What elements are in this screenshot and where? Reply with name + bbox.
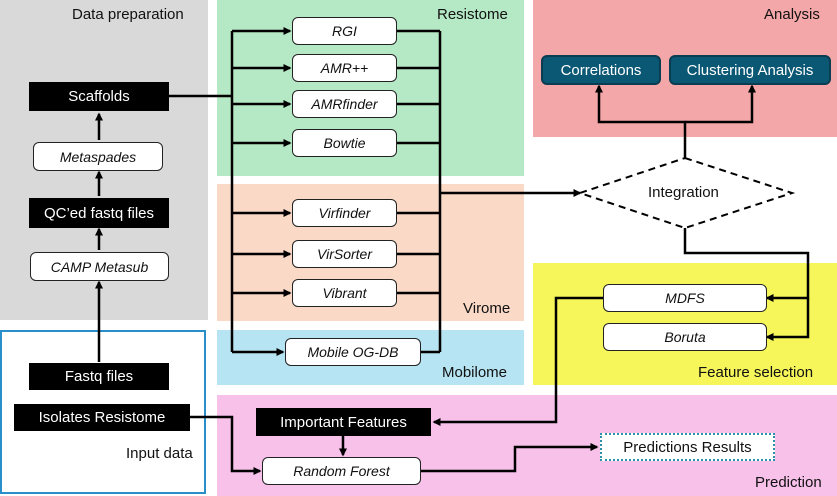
virome-label: Virome bbox=[463, 300, 511, 317]
mdfs-box: MDFS bbox=[603, 284, 767, 312]
scaffolds-box: Scaffolds bbox=[29, 82, 169, 111]
correlations-box: Correlations bbox=[541, 55, 661, 85]
qced-fastq-box: QC’ed fastq files bbox=[29, 198, 169, 228]
vibrant-box: Vibrant bbox=[292, 279, 397, 307]
important-features-box: Important Features bbox=[256, 408, 431, 436]
analysis-label: Analysis bbox=[764, 6, 820, 23]
prediction-label: Prediction bbox=[755, 474, 822, 491]
random-forest-box: Random Forest bbox=[262, 457, 421, 485]
bowtie-box: Bowtie bbox=[292, 129, 397, 157]
feature-selection-label: Feature selection bbox=[698, 364, 814, 381]
camp-metasub-box: CAMP Metasub bbox=[30, 252, 169, 281]
fastq-files-box: Fastq files bbox=[29, 363, 169, 390]
integration-label: Integration bbox=[648, 184, 719, 201]
virfinder-box: Virfinder bbox=[292, 199, 397, 227]
mobile-og-db-box: Mobile OG-DB bbox=[285, 338, 421, 366]
resistome-label: Resistome bbox=[437, 6, 508, 23]
metaspades-box: Metaspades bbox=[33, 142, 163, 171]
virsorter-box: VirSorter bbox=[292, 240, 397, 268]
integration-diamond bbox=[576, 156, 796, 230]
input-data-label: Input data bbox=[126, 445, 193, 462]
amrpp-box: AMR++ bbox=[292, 54, 397, 82]
predictions-results-box: Predictions Results bbox=[600, 433, 775, 461]
data-preparation-label: Data preparation bbox=[72, 6, 184, 23]
boruta-box: Boruta bbox=[603, 323, 767, 351]
rgi-box: RGI bbox=[292, 17, 397, 45]
mobilome-label: Mobilome bbox=[442, 364, 508, 381]
clustering-analysis-box: Clustering Analysis bbox=[669, 55, 831, 85]
amrfinder-box: AMRfinder bbox=[292, 90, 397, 118]
isolates-resistome-box: Isolates Resistome bbox=[14, 404, 190, 431]
